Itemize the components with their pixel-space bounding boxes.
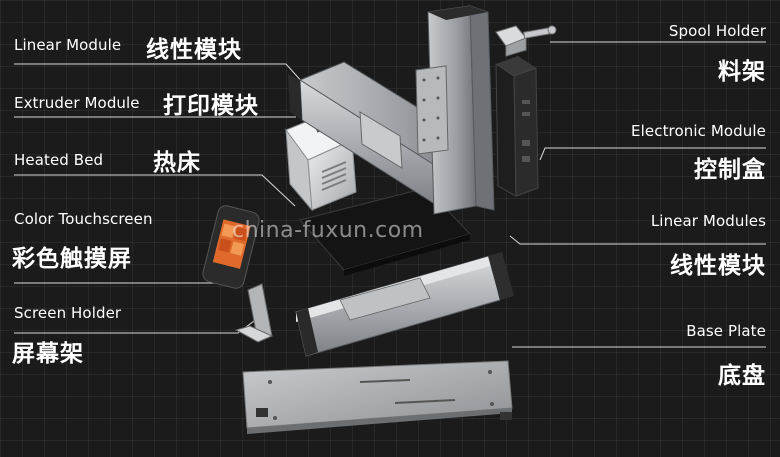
spool-holder-shape bbox=[495, 25, 557, 57]
label-screen-holder-cn: 屏幕架 bbox=[12, 341, 84, 367]
label-base-plate-en: Base Plate bbox=[686, 322, 766, 340]
leader-linear-module bbox=[14, 63, 305, 85]
label-electronic-module-cn: 控制盒 bbox=[694, 157, 766, 183]
label-electronic-module-en: Electronic Module bbox=[631, 122, 766, 140]
label-color-touchscreen-en: Color Touchscreen bbox=[14, 210, 153, 228]
touchscreen-shape bbox=[202, 205, 260, 289]
label-linear-module-en: Linear Module bbox=[14, 36, 122, 54]
base-plate-shape bbox=[242, 360, 513, 434]
leader-lines bbox=[14, 41, 766, 348]
label-linear-module-cn: 线性模块 bbox=[146, 37, 242, 63]
label-screen-holder-en: Screen Holder bbox=[14, 304, 122, 322]
screen-holder-shape bbox=[234, 283, 274, 343]
label-linear-modules-en: Linear Modules bbox=[650, 212, 766, 230]
leader-screen-holder bbox=[14, 317, 259, 334]
leader-electronic-module bbox=[539, 147, 766, 161]
label-base-plate-cn: 底盘 bbox=[718, 363, 766, 389]
electronic-module-shape bbox=[495, 56, 539, 197]
label-spool-holder-en: Spool Holder bbox=[668, 22, 766, 40]
label-spool-holder-cn: 料架 bbox=[718, 59, 766, 85]
label-linear-modules-cn: 线性模块 bbox=[670, 253, 766, 279]
label-extruder-module-en: Extruder Module bbox=[14, 94, 140, 112]
leader-heated-bed bbox=[14, 174, 296, 207]
label-color-touchscreen-cn: 彩色触摸屏 bbox=[12, 246, 132, 272]
label-heated-bed-en: Heated Bed bbox=[14, 151, 104, 169]
lower-linear-module-shape bbox=[295, 252, 514, 357]
label-extruder-module-cn: 打印模块 bbox=[163, 93, 259, 119]
watermark: china-fuxun.com bbox=[232, 218, 424, 243]
label-heated-bed-cn: 热床 bbox=[153, 150, 201, 176]
heated-bed-shape bbox=[299, 187, 471, 276]
leader-linear-modules bbox=[509, 235, 766, 245]
vertical-linear-module-shape bbox=[415, 5, 495, 215]
